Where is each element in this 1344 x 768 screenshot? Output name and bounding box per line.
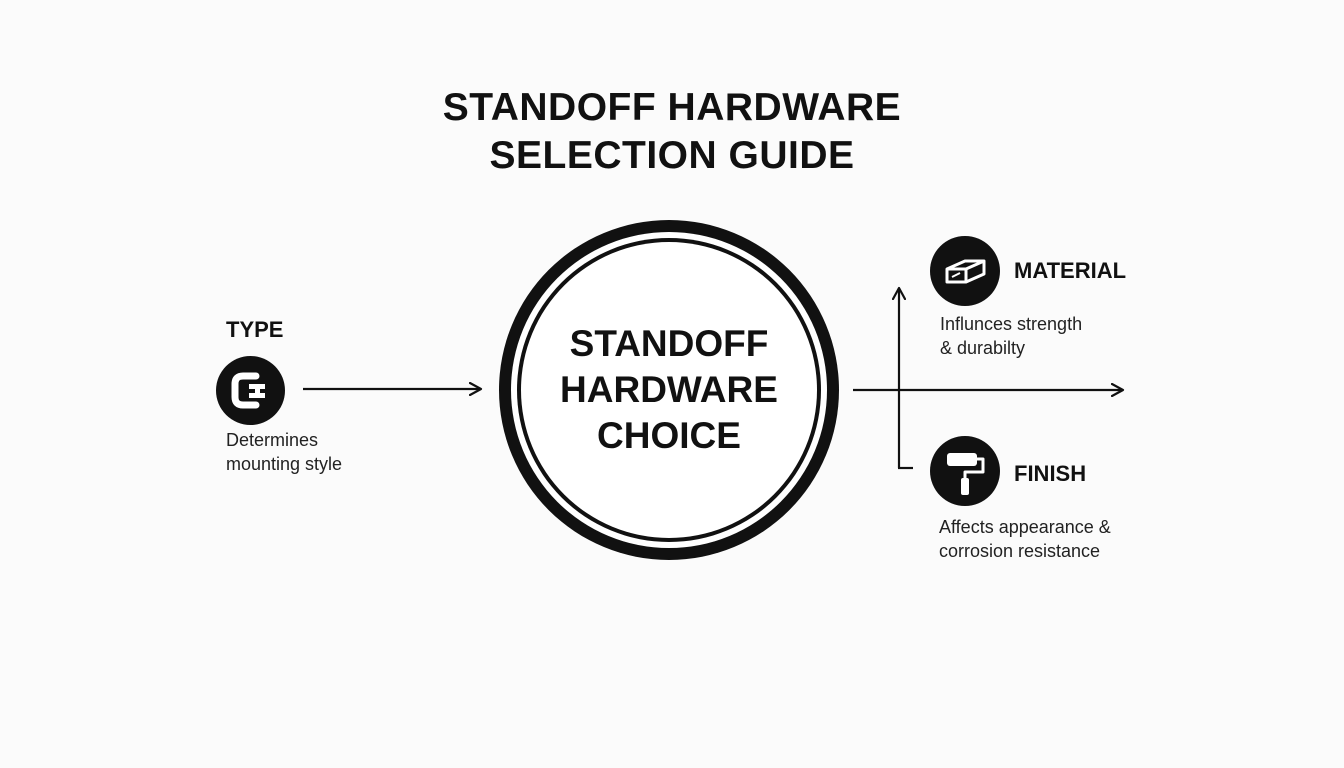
finish-label: FINISH: [1014, 461, 1087, 486]
material-label: MATERIAL: [1014, 258, 1127, 283]
material-description: Influnces strength & durabilty: [940, 312, 1082, 360]
diagram-title: STANDOFF HARDWARE SELECTION GUIDE: [0, 84, 1344, 180]
center-line-1: STANDOFF: [569, 323, 769, 364]
center-line-2: HARDWARE: [560, 369, 778, 410]
finish-desc-line-2: corrosion resistance: [939, 541, 1101, 561]
center-line-3: CHOICE: [597, 415, 741, 456]
material-desc-line-2: & durabilty: [940, 338, 1026, 358]
paint-roller-icon: [930, 436, 1000, 506]
center-node: STANDOFF HARDWARE CHOICE: [499, 220, 839, 560]
material-desc-line-1: Influnces strength: [940, 314, 1083, 334]
finish-desc-line-1: Affects appearance &: [939, 517, 1111, 537]
type-desc-line-1: Determines: [226, 430, 319, 450]
type-label: TYPE: [226, 317, 284, 342]
center-node-text: STANDOFF HARDWARE CHOICE: [521, 242, 817, 538]
type-desc-line-2: mounting style: [226, 454, 343, 474]
title-line-2: SELECTION GUIDE: [489, 134, 855, 177]
metal-bar-icon: [930, 236, 1000, 306]
finish-description: Affects appearance & corrosion resistanc…: [939, 515, 1111, 563]
bracket-mount-icon: [216, 356, 285, 425]
title-line-1: STANDOFF HARDWARE: [442, 86, 902, 129]
type-description: Determines mounting style: [226, 428, 342, 476]
